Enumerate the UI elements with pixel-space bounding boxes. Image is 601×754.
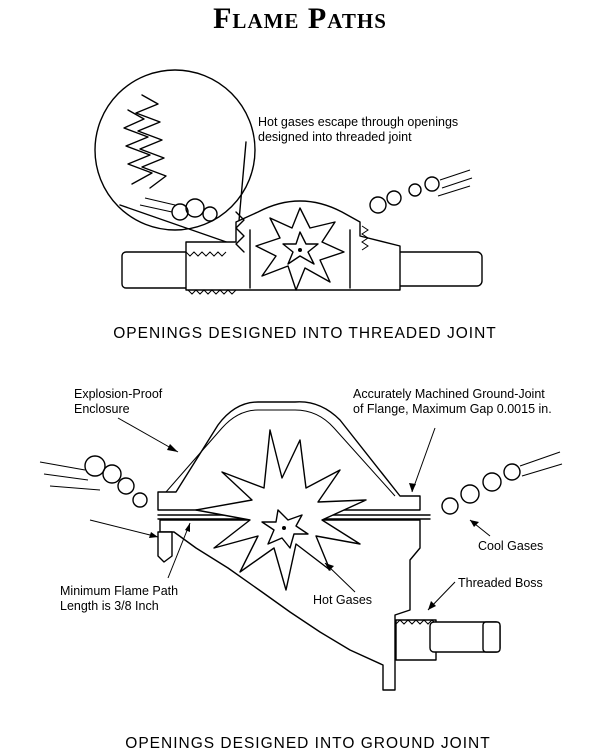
enclosure-label-line1: Explosion-Proof — [74, 387, 163, 401]
bottom-caption: OPENINGS DESIGNED INTO GROUND JOINT — [125, 735, 490, 752]
gas-puff-left-bottom — [39, 455, 148, 508]
ground-joint-illustration: Explosion-Proof Enclosure Accurately Mac… — [39, 387, 563, 691]
callout-label-line2: designed into threaded joint — [258, 130, 412, 144]
gas-puff-right-bottom — [441, 451, 563, 515]
gas-puff-right-top — [369, 169, 473, 214]
flame-path-label-line1: Minimum Flame Path — [60, 584, 178, 598]
flange-label-line1: Accurately Machined Ground-Joint — [353, 387, 545, 401]
cool-gases-label: Cool Gases — [478, 539, 543, 553]
callout-label-line1: Hot gases escape through openings — [258, 115, 458, 129]
flame-path-label-line2: Length is 3/8 Inch — [60, 599, 159, 613]
threaded-boss-label: Threaded Boss — [458, 576, 543, 590]
threaded-joint-illustration: Hot gases escape through openings design… — [94, 69, 483, 295]
gas-puff-left-top — [139, 197, 218, 222]
hot-gases-label: Hot Gases — [313, 593, 372, 607]
page-title: Flame Paths — [213, 2, 387, 35]
enclosure-label-line2: Enclosure — [74, 402, 130, 416]
top-caption: OPENINGS DESIGNED INTO THREADED JOINT — [113, 325, 497, 342]
flange-label-line2: of Flange, Maximum Gap 0.0015 in. — [353, 402, 552, 416]
